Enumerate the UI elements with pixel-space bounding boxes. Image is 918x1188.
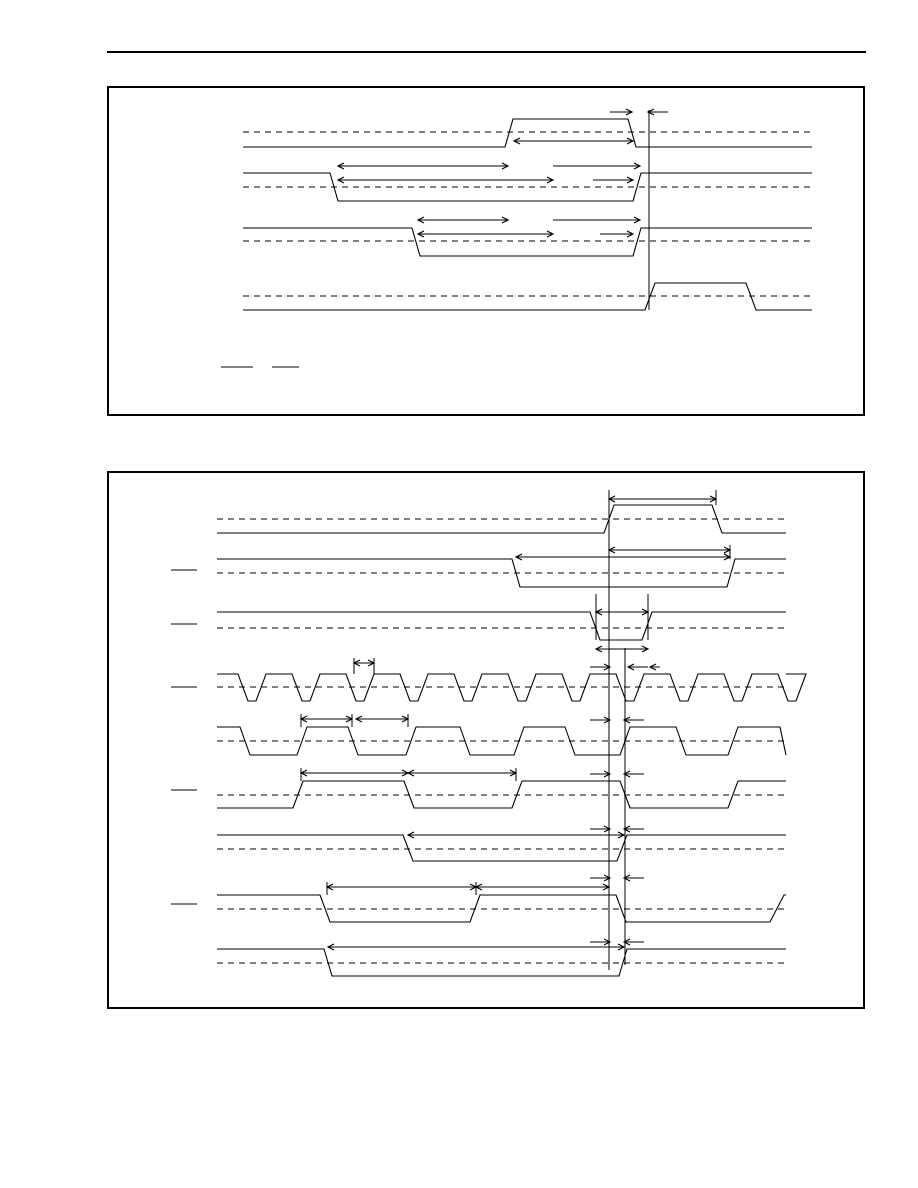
arrow-head	[626, 137, 635, 145]
arrow-head	[546, 176, 555, 184]
arrow-head	[603, 938, 612, 946]
arrow-head	[633, 162, 642, 170]
signal-trace-e	[217, 726, 787, 756]
arrow-head	[514, 553, 523, 561]
arrow-head	[626, 230, 635, 238]
signal-trace-1	[243, 118, 812, 148]
signal-trace-4	[243, 282, 812, 311]
arrow-head	[626, 663, 635, 671]
arrow-head	[406, 831, 415, 839]
arrow-head	[633, 216, 642, 224]
upper-timing-diagram	[221, 108, 812, 368]
lower-diagram-frame	[107, 471, 865, 1009]
signal-trace-3	[243, 227, 812, 257]
arrow-head	[603, 716, 612, 724]
arrow-head	[603, 663, 612, 671]
upper-diagram-frame	[107, 86, 865, 416]
arrow-head	[501, 162, 510, 170]
arrow-head	[626, 176, 635, 184]
signal-trace-h	[217, 894, 786, 923]
signal-trace-g	[217, 834, 786, 862]
arrow-head	[603, 825, 612, 833]
arrow-head	[622, 874, 631, 882]
arrow-head	[354, 715, 363, 723]
arrow-head	[501, 216, 510, 224]
arrow-head	[546, 230, 555, 238]
arrow-head	[641, 645, 650, 653]
signal-trace-2	[243, 172, 812, 202]
arrow-head	[617, 943, 626, 951]
arrow-head	[622, 938, 631, 946]
signal-trace-f	[217, 780, 786, 809]
signal-trace-i	[217, 948, 786, 977]
arrow-head	[416, 216, 425, 224]
arrow-head	[416, 230, 425, 238]
arrow-head	[622, 825, 631, 833]
arrow-head	[603, 770, 612, 778]
arrow-head	[336, 176, 345, 184]
arrow-head	[603, 874, 612, 882]
signal-trace-c	[217, 611, 786, 641]
arrow-head	[326, 943, 335, 951]
arrow-head	[406, 769, 415, 777]
arrow-head	[622, 770, 631, 778]
signal-trace-a	[217, 504, 786, 534]
lower-timing-diagram	[171, 490, 807, 977]
arrow-head	[617, 831, 626, 839]
arrow-head	[625, 108, 634, 116]
arrow-head	[336, 162, 345, 170]
arrow-head	[646, 108, 655, 116]
signal-trace-b	[217, 558, 786, 588]
arrow-head	[648, 663, 657, 671]
arrow-head	[594, 645, 603, 653]
arrow-head	[622, 716, 631, 724]
clock-trace	[217, 673, 807, 702]
